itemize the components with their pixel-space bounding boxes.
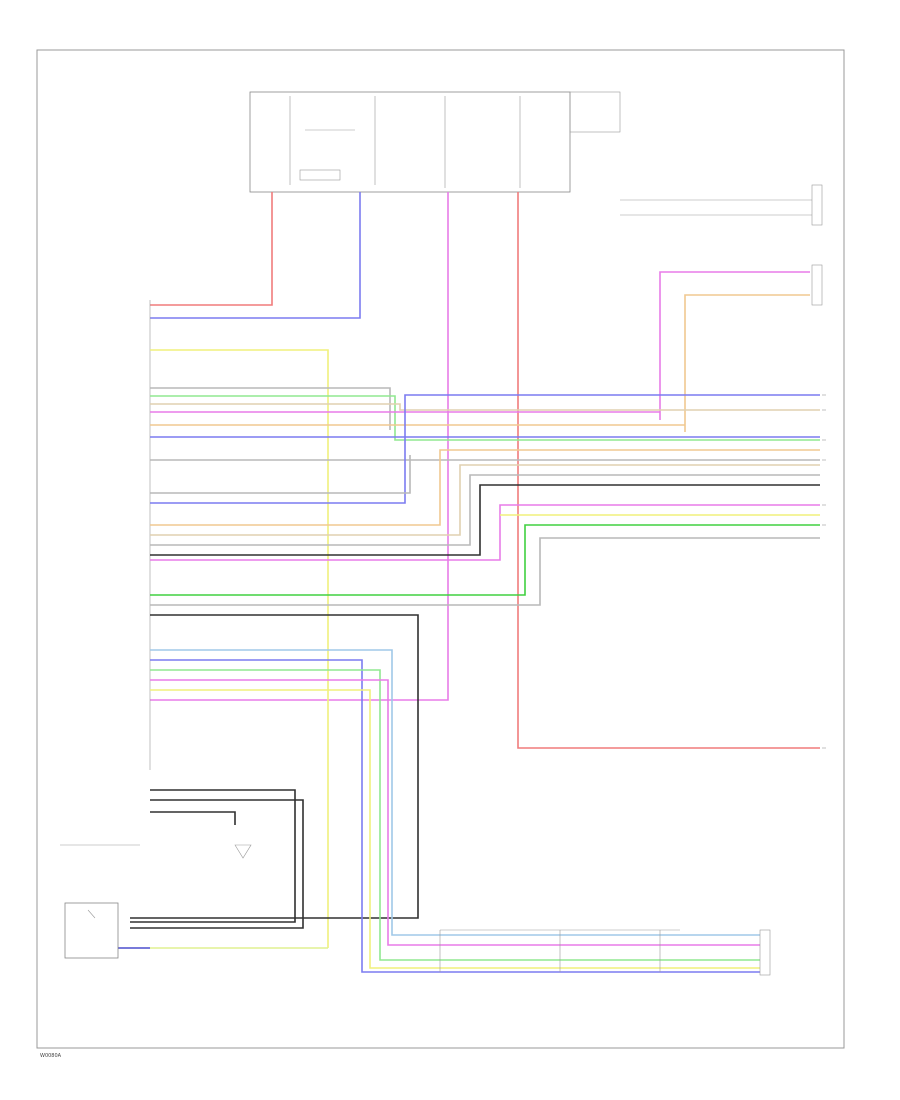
wire-orange-speaker bbox=[684, 294, 810, 432]
wire-dark-5 bbox=[150, 811, 236, 825]
wire-gray-3 bbox=[150, 455, 411, 494]
fuse-box bbox=[249, 91, 621, 193]
antenna-module bbox=[64, 902, 119, 959]
diagram-frame bbox=[36, 49, 845, 1049]
wire-green-2 bbox=[150, 669, 760, 961]
wire-gray-5 bbox=[150, 537, 820, 606]
wire-pink-3 bbox=[150, 679, 760, 946]
front-speakers bbox=[620, 184, 823, 306]
wire-yellow-3 bbox=[150, 689, 760, 969]
wire-green-1 bbox=[150, 395, 820, 441]
diagram-code: W0080A bbox=[40, 1053, 62, 1059]
wire-dark-4 bbox=[130, 799, 304, 929]
wire-dark-1 bbox=[150, 484, 820, 556]
wire-red-fuse-2 bbox=[517, 192, 820, 749]
wire-blue-3 bbox=[150, 659, 760, 973]
wire-orange-2 bbox=[150, 449, 820, 526]
wire-bright-green-1 bbox=[150, 524, 820, 596]
wire-dark-3 bbox=[130, 789, 296, 923]
wire-lightblue-1 bbox=[150, 649, 760, 936]
wire-pink-fuse bbox=[150, 192, 449, 701]
wire-dark-2 bbox=[130, 614, 419, 919]
wire-blue-fuse bbox=[150, 192, 361, 319]
wire-gray-4 bbox=[150, 474, 820, 546]
wire-tan-1 bbox=[150, 403, 820, 411]
wire-pink-2 bbox=[150, 504, 820, 561]
wire-tan-2 bbox=[150, 464, 820, 536]
wire-gray-1 bbox=[150, 387, 391, 430]
right-connector-ticks bbox=[822, 394, 826, 749]
wire-yellow-1 bbox=[150, 349, 329, 948]
wire-blue-2 bbox=[150, 394, 820, 504]
wire-pink-speaker bbox=[659, 271, 810, 420]
wire-red-fuse bbox=[150, 192, 273, 306]
aux-connector bbox=[759, 929, 771, 976]
antenna-icon bbox=[234, 844, 252, 859]
